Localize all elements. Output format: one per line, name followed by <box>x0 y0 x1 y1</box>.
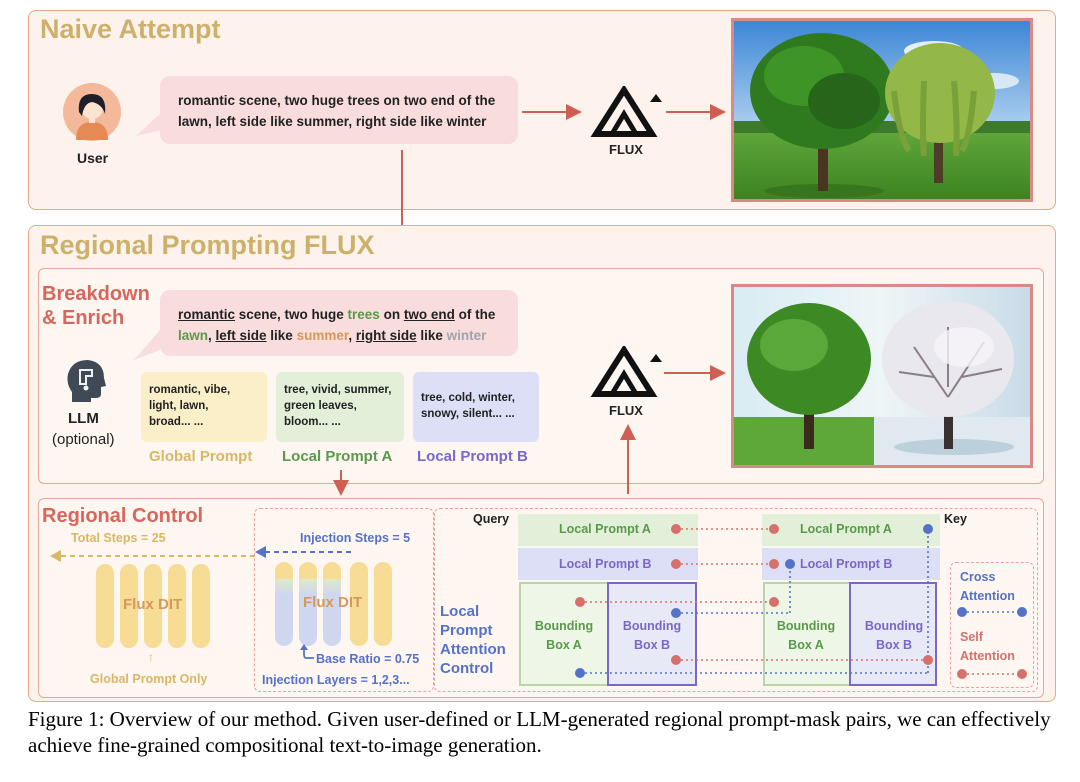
key-bbox-b-label: Bounding Box B <box>864 619 924 652</box>
flux-logo-icon <box>590 86 662 137</box>
injection-box <box>254 508 434 692</box>
query-bbox-b-label: Bounding Box B <box>622 619 682 652</box>
legend-cross-label: Cross Attention <box>960 570 1015 603</box>
regional-prompting-title: Regional Prompting FLUX <box>40 230 375 260</box>
flux-dit-label-left: Flux DIT <box>123 596 183 613</box>
local-prompt-a-label: Local Prompt A <box>282 448 393 465</box>
enriched-line1: romantic scene, two huge trees on two en… <box>178 307 496 322</box>
bubble-tail <box>136 112 162 136</box>
query-bounding-box-a <box>519 582 609 686</box>
injection-steps-label: Injection Steps = 5 <box>300 531 411 545</box>
total-steps-label: Total Steps = 25 <box>71 531 166 545</box>
attention-control-box <box>434 508 1038 692</box>
query-label: Query <box>473 512 510 526</box>
llm-optional-label: (optional) <box>52 431 115 448</box>
user-prompt-line1: romantic scene, two huge trees on two en… <box>178 93 496 108</box>
total-steps-arrow <box>50 550 255 562</box>
global-only-label: Global Prompt Only <box>90 672 208 686</box>
enriched-bubble-tail <box>134 330 160 360</box>
query-local-prompt-b-label: Local Prompt B <box>559 557 652 571</box>
legend-swatches <box>957 607 1027 679</box>
query-local-prompt-a-label: Local Prompt A <box>559 522 651 536</box>
dit-bar-injected <box>275 562 293 646</box>
injection-layers-label: Injection Layers = 1,2,3... <box>262 673 410 687</box>
base-ratio-label: Base Ratio = 0.75 <box>316 652 420 666</box>
flux-label-middle: FLUX <box>609 403 643 418</box>
query-bbox-a-label: Bounding Box A <box>534 619 594 652</box>
local-prompt-b-label: Local Prompt B <box>417 448 528 465</box>
dit-bar-injected <box>323 562 341 646</box>
local-prompt-b-box: tree, cold, winter, snowy, silent... ... <box>413 372 539 442</box>
key-label: Key <box>944 512 967 526</box>
dit-bar <box>144 564 162 648</box>
query-local-prompt-b <box>518 548 698 580</box>
flux-logo-icon-2 <box>590 346 662 397</box>
legend-self-label: Self Attention <box>960 630 1015 663</box>
flux-dit-label-right: Flux DIT <box>303 594 363 611</box>
llm-head-icon <box>67 360 106 402</box>
global-only-arrow: ↑ <box>148 650 154 664</box>
dit-bar <box>120 564 138 648</box>
breakdown-title-line2: & Enrich <box>42 307 125 329</box>
dit-bar-injected <box>299 562 317 646</box>
key-local-prompt-a <box>762 514 940 546</box>
injection-steps-arrow <box>255 546 351 558</box>
query-bounding-box-b <box>607 582 697 686</box>
local-prompt-a-box: tree, vivid, summer, green leaves, bloom… <box>276 372 404 442</box>
key-local-prompt-a-label: Local Prompt A <box>800 522 892 536</box>
user-label: User <box>77 150 109 166</box>
global-prompt-box: romantic, vibe, light, lawn, broad... ..… <box>141 372 267 442</box>
base-ratio-arrow <box>300 644 314 659</box>
user-avatar-icon <box>63 83 121 141</box>
enriched-prompt-bubble: romantic scene, two huge trees on two en… <box>160 290 518 356</box>
llm-label: LLM <box>68 410 99 427</box>
query-local-prompt-a <box>518 514 698 546</box>
global-prompt-label: Global Prompt <box>149 448 253 465</box>
user-prompt-line2: lawn, left side like summer, right side … <box>178 114 487 129</box>
enriched-line2: lawn, left side like summer, right side … <box>178 328 487 343</box>
flux-label-top: FLUX <box>609 142 643 157</box>
legend-box <box>950 562 1034 688</box>
dit-bar <box>350 562 368 646</box>
dit-bar <box>374 562 392 646</box>
user-prompt-bubble: romantic scene, two huge trees on two en… <box>160 76 518 144</box>
key-local-prompt-b-label: Local Prompt B <box>800 557 893 571</box>
dit-bar <box>168 564 186 648</box>
regional-control-title: Regional Control <box>42 505 204 527</box>
dit-bar <box>192 564 210 648</box>
breakdown-title: Breakdown & Enrich <box>42 282 150 330</box>
figure-caption: Figure 1: Overview of our method. Given … <box>28 707 1051 757</box>
dit-bar <box>96 564 114 648</box>
breakdown-title-line1: Breakdown <box>42 283 150 305</box>
regional-generated-image <box>731 284 1033 468</box>
lpac-label: Local Prompt Attention Control <box>440 603 506 677</box>
key-bbox-a-label: Bounding Box A <box>776 619 836 652</box>
naive-attempt-title: Naive Attempt <box>40 14 221 44</box>
naive-generated-image <box>731 18 1033 202</box>
key-bounding-box-b <box>849 582 937 686</box>
